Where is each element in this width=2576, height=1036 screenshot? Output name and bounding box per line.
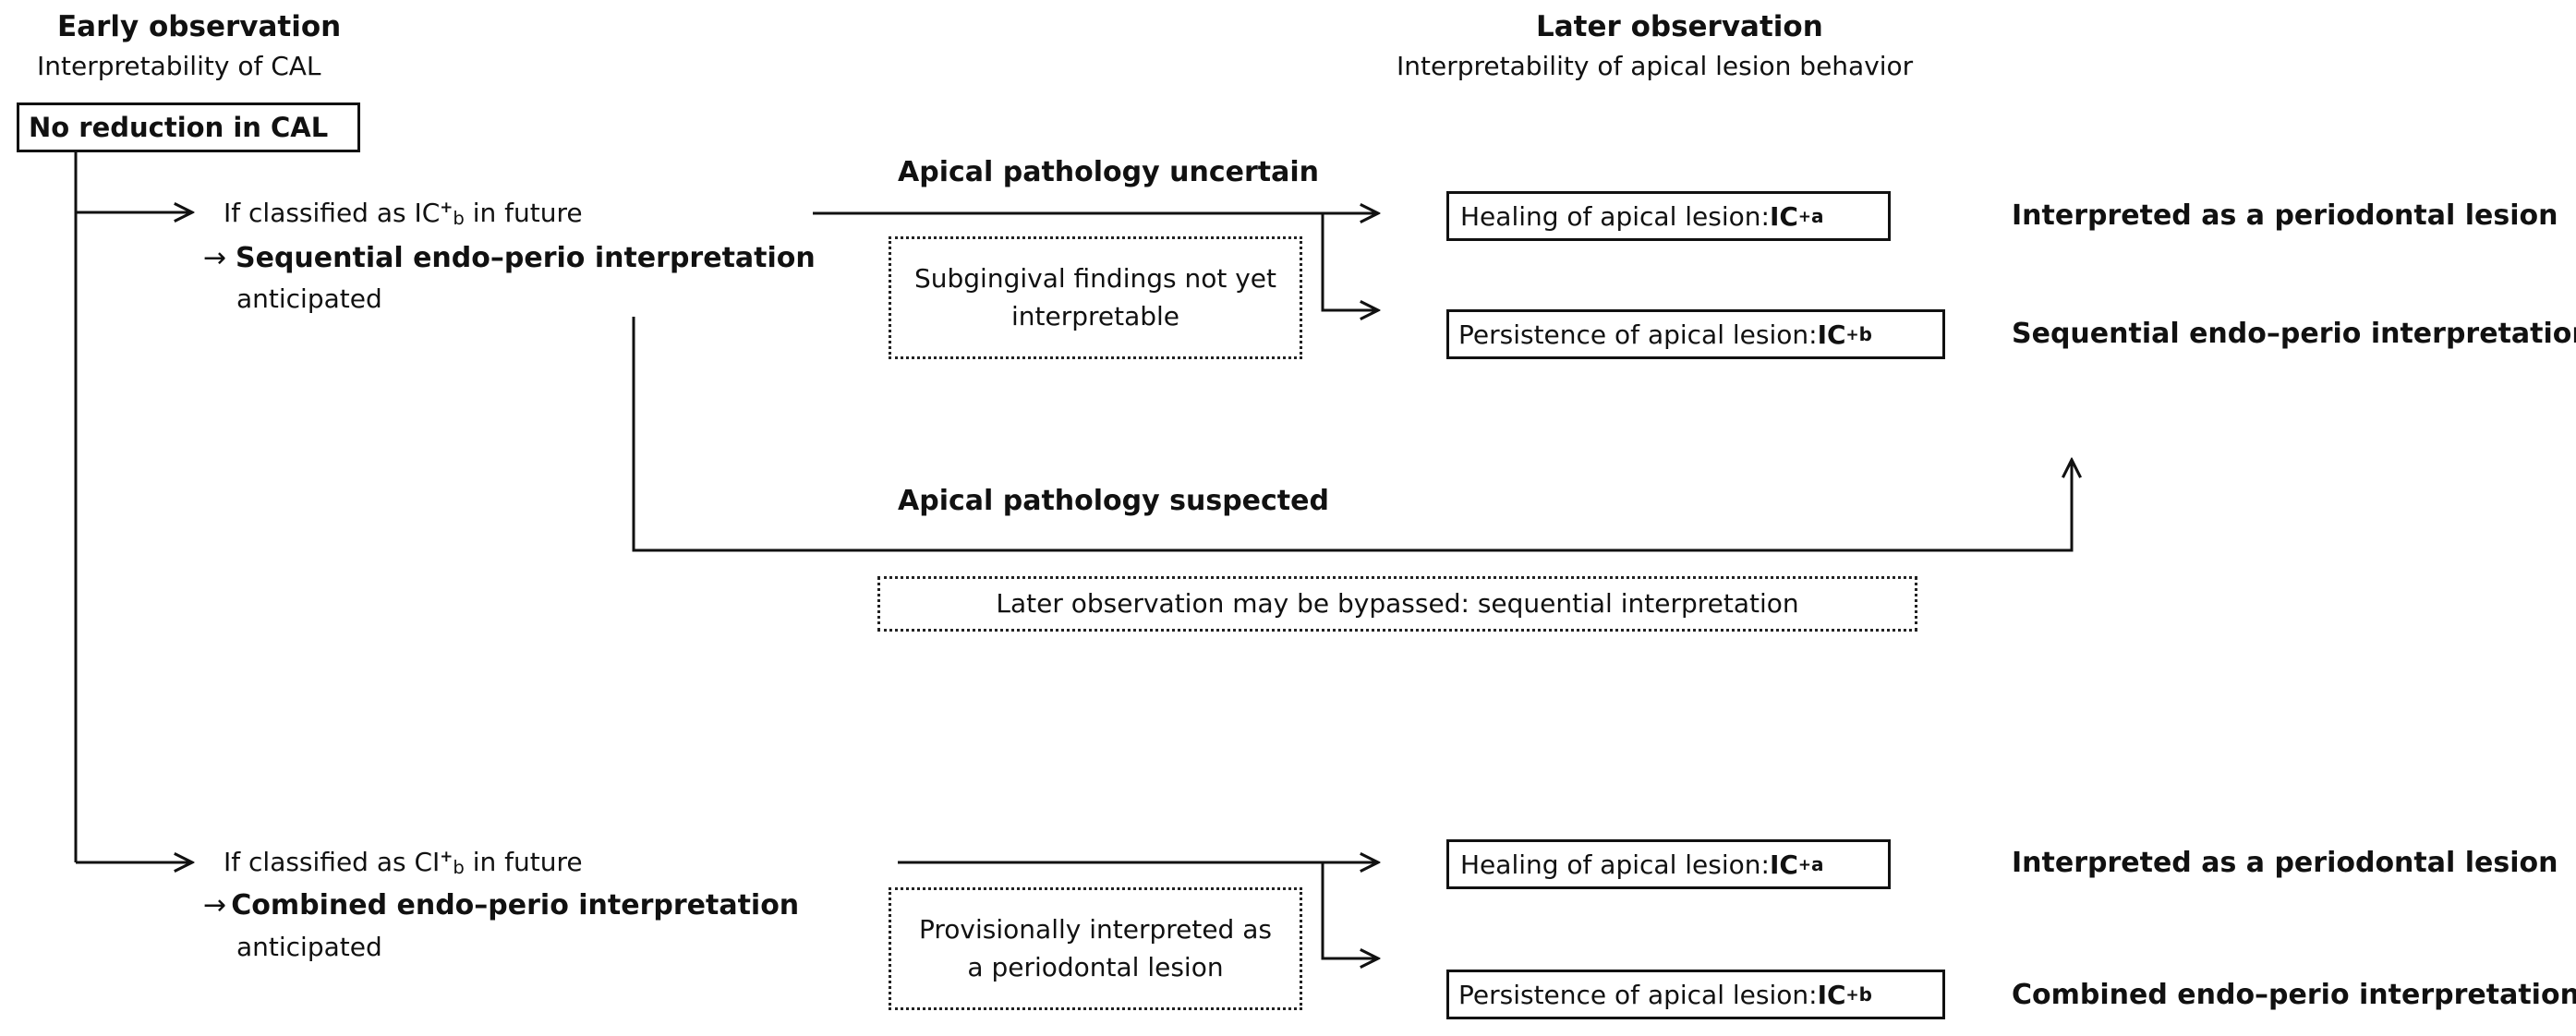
- branch1-interpretation-line: → Sequential endo–perio interpretation: [203, 244, 816, 272]
- branch2-provisional-note: Provisionally interpreted as a periodonta…: [889, 887, 1302, 1010]
- root-box-no-reduction-cal: No reduction in CAL: [17, 102, 360, 152]
- branch2-persistence-label: Persistence of apical lesion:: [1458, 979, 1818, 1010]
- branch1-result-healing: Interpreted as a periodontal lesion: [2012, 199, 2558, 232]
- branch2-note-line1: Provisionally interpreted as: [919, 913, 1272, 945]
- branch2-healing-sub: a: [1810, 853, 1824, 875]
- branch1-persistence-sub: b: [1858, 323, 1872, 345]
- branch1-classified-sub: b: [453, 208, 465, 230]
- apical-pathology-uncertain-label: Apical pathology uncertain: [898, 156, 1319, 188]
- branch2-classified-label: If classified as CI+b in future: [224, 849, 583, 877]
- branch1-persistence-code: IC: [1817, 319, 1846, 350]
- bypass-note: Later observation may be bypassed: seque…: [877, 576, 1917, 632]
- branch2-healing-code: IC: [1769, 849, 1798, 880]
- branch1-healing-label: Healing of apical lesion:: [1460, 200, 1770, 232]
- arrow-uncertain-to-persistence: [1321, 213, 1378, 310]
- branch2-classified-suffix: in future: [464, 847, 583, 878]
- branch1-note-line1: Subgingival findings not yet: [913, 262, 1277, 294]
- early-observation-subtitle: Interpretability of CAL: [37, 51, 321, 81]
- branch2-anticipated: anticipated: [236, 932, 382, 962]
- branch1-persistence-label: Persistence of apical lesion:: [1458, 319, 1818, 350]
- branch1-healing-code: IC: [1769, 200, 1798, 232]
- branch2-classified-sup: +: [440, 847, 454, 865]
- branch1-healing-sup: +: [1797, 207, 1811, 225]
- branch1-persistence-sup: +: [1845, 325, 1859, 343]
- branch1-healing-sub: a: [1810, 205, 1824, 227]
- branch2-interpretation-line: → Combined endo–perio interpretation: [203, 892, 799, 920]
- branch1-classified-sup: +: [440, 198, 454, 216]
- later-observation-title: Later observation: [1536, 10, 1823, 43]
- branch1-subgingival-note: Subgingival findings not yet interpretabl…: [889, 236, 1302, 359]
- branch2-classified-prefix: If classified as CI: [224, 847, 441, 878]
- apical-pathology-suspected-label: Apical pathology suspected: [898, 485, 1329, 517]
- bypass-note-text: Later observation may be bypassed: seque…: [996, 587, 1799, 619]
- branch2-result-healing: Interpreted as a periodontal lesion: [2012, 847, 2558, 879]
- branch1-persistence-box: Persistence of apical lesion: IC+b: [1446, 309, 1945, 359]
- branch2-classified-sub: b: [453, 857, 465, 879]
- branch2-result-persistence: Combined endo–perio interpretation: [2012, 979, 2576, 1011]
- branch2-persistence-code: IC: [1817, 979, 1846, 1010]
- early-observation-title: Early observation: [57, 10, 342, 43]
- branch2-persistence-sub: b: [1858, 983, 1872, 1006]
- branch1-interpretation: Sequential endo–perio interpretation: [236, 242, 816, 274]
- branch2-persistence-box: Persistence of apical lesion: IC+b: [1446, 970, 1945, 1019]
- branch2-note-line2: a periodontal lesion: [967, 951, 1224, 982]
- branch1-classified-label: If classified as IC+b in future: [224, 199, 583, 228]
- branch1-classified-prefix: If classified as IC: [224, 198, 441, 229]
- branch2-healing-box: Healing of apical lesion: IC+a: [1446, 839, 1891, 889]
- right-arrow-icon: →: [203, 889, 227, 922]
- arrow-suspected-bypass: [632, 317, 2072, 552]
- branch2-interpretation: Combined endo–perio interpretation: [231, 889, 800, 922]
- later-observation-subtitle: Interpretability of apical lesion behavi…: [1397, 51, 1914, 81]
- branch1-note-line2: interpretable: [1010, 300, 1180, 331]
- branch1-classified-suffix: in future: [464, 198, 583, 229]
- branch2-healing-label: Healing of apical lesion:: [1460, 849, 1770, 880]
- branch2-healing-sup: +: [1797, 855, 1811, 873]
- branch1-anticipated: anticipated: [236, 283, 382, 314]
- branch1-result-persistence: Sequential endo–perio interpretation: [2012, 318, 2576, 350]
- branch1-healing-box: Healing of apical lesion: IC+a: [1446, 191, 1891, 241]
- right-arrow-icon: →: [203, 242, 227, 274]
- branch2-persistence-sup: +: [1845, 985, 1859, 1004]
- arrow-branch2-to-persistence: [1321, 862, 1378, 958]
